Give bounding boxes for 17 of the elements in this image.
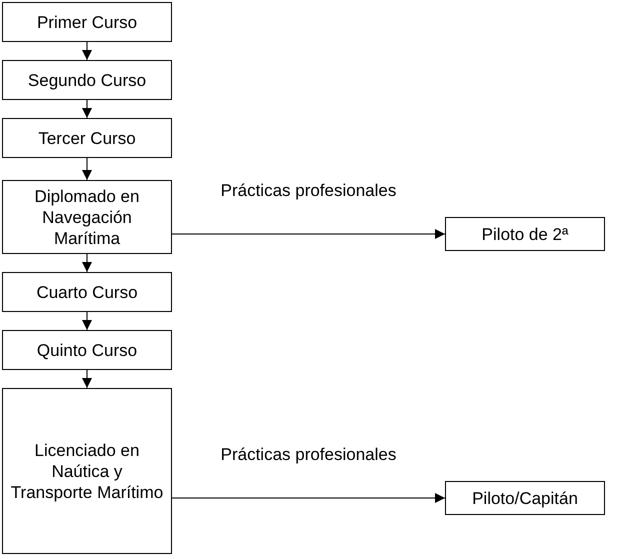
process-box: Diplomado en Navegación Marítima: [2, 180, 172, 254]
arrow: [172, 229, 446, 239]
arrow: [82, 312, 92, 330]
process-box: Primer Curso: [2, 2, 172, 42]
arrow: [172, 493, 446, 503]
arrow: [82, 158, 92, 180]
process-box: Cuarto Curso: [2, 272, 172, 312]
arrow: [82, 100, 92, 118]
arrow: [82, 370, 92, 388]
process-box: Piloto/Capitán: [445, 481, 605, 515]
process-box: Quinto Curso: [2, 330, 172, 370]
arrow: [82, 254, 92, 272]
process-box: Piloto de 2ª: [445, 217, 605, 251]
process-box: Segundo Curso: [2, 60, 172, 100]
process-box: Licenciado en Naútica y Transporte Marítimo: [2, 388, 172, 554]
process-box: Tercer Curso: [2, 118, 172, 158]
arrow: [82, 42, 92, 60]
